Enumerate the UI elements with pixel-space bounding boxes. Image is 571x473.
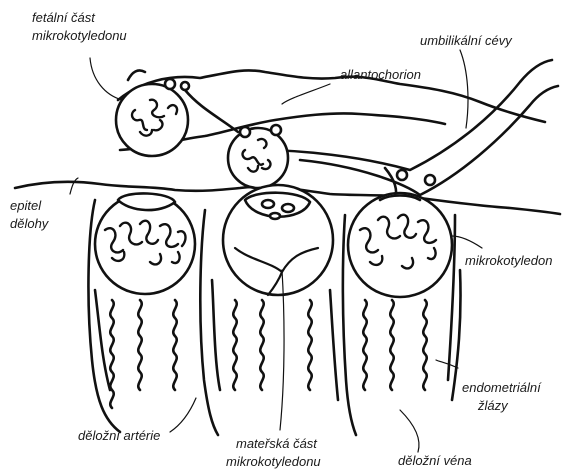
- microcotyledon-left: [95, 193, 195, 294]
- label-fetal-part-line1: fetální část: [32, 10, 96, 25]
- vessel-knot-right-2: [425, 175, 435, 185]
- label-uterine-vein: děložní véna: [398, 453, 472, 468]
- label-microcotyledon: mikrokotyledon: [465, 253, 552, 268]
- microcotyledon-middle: [223, 185, 333, 295]
- label-endometrial-glands-line2: žlázy: [477, 398, 509, 413]
- label-maternal-part-line2: mikrokotyledonu: [226, 454, 321, 469]
- vessel-knot-right-1: [397, 170, 407, 180]
- label-uterine-artery: děložní artérie: [78, 428, 160, 443]
- label-uterine-epithelium-line2: dělohy: [10, 216, 50, 231]
- label-allantochorion: allantochorion: [340, 67, 421, 82]
- fetal-microcotyledon: [116, 79, 189, 156]
- label-endometrial-glands-line1: endometriální: [462, 380, 542, 395]
- label-uterine-epithelium-line1: epitel: [10, 198, 42, 213]
- fetal-microcotyledon-middle: [228, 125, 288, 188]
- fetal-stalk-left: [185, 90, 238, 132]
- label-fetal-part-line2: mikrokotyledonu: [32, 28, 127, 43]
- label-umbilical-vessels: umbilikální cévy: [420, 33, 513, 48]
- label-maternal-part-line1: mateřská část: [236, 436, 318, 451]
- microcotyledon-right: [348, 193, 452, 297]
